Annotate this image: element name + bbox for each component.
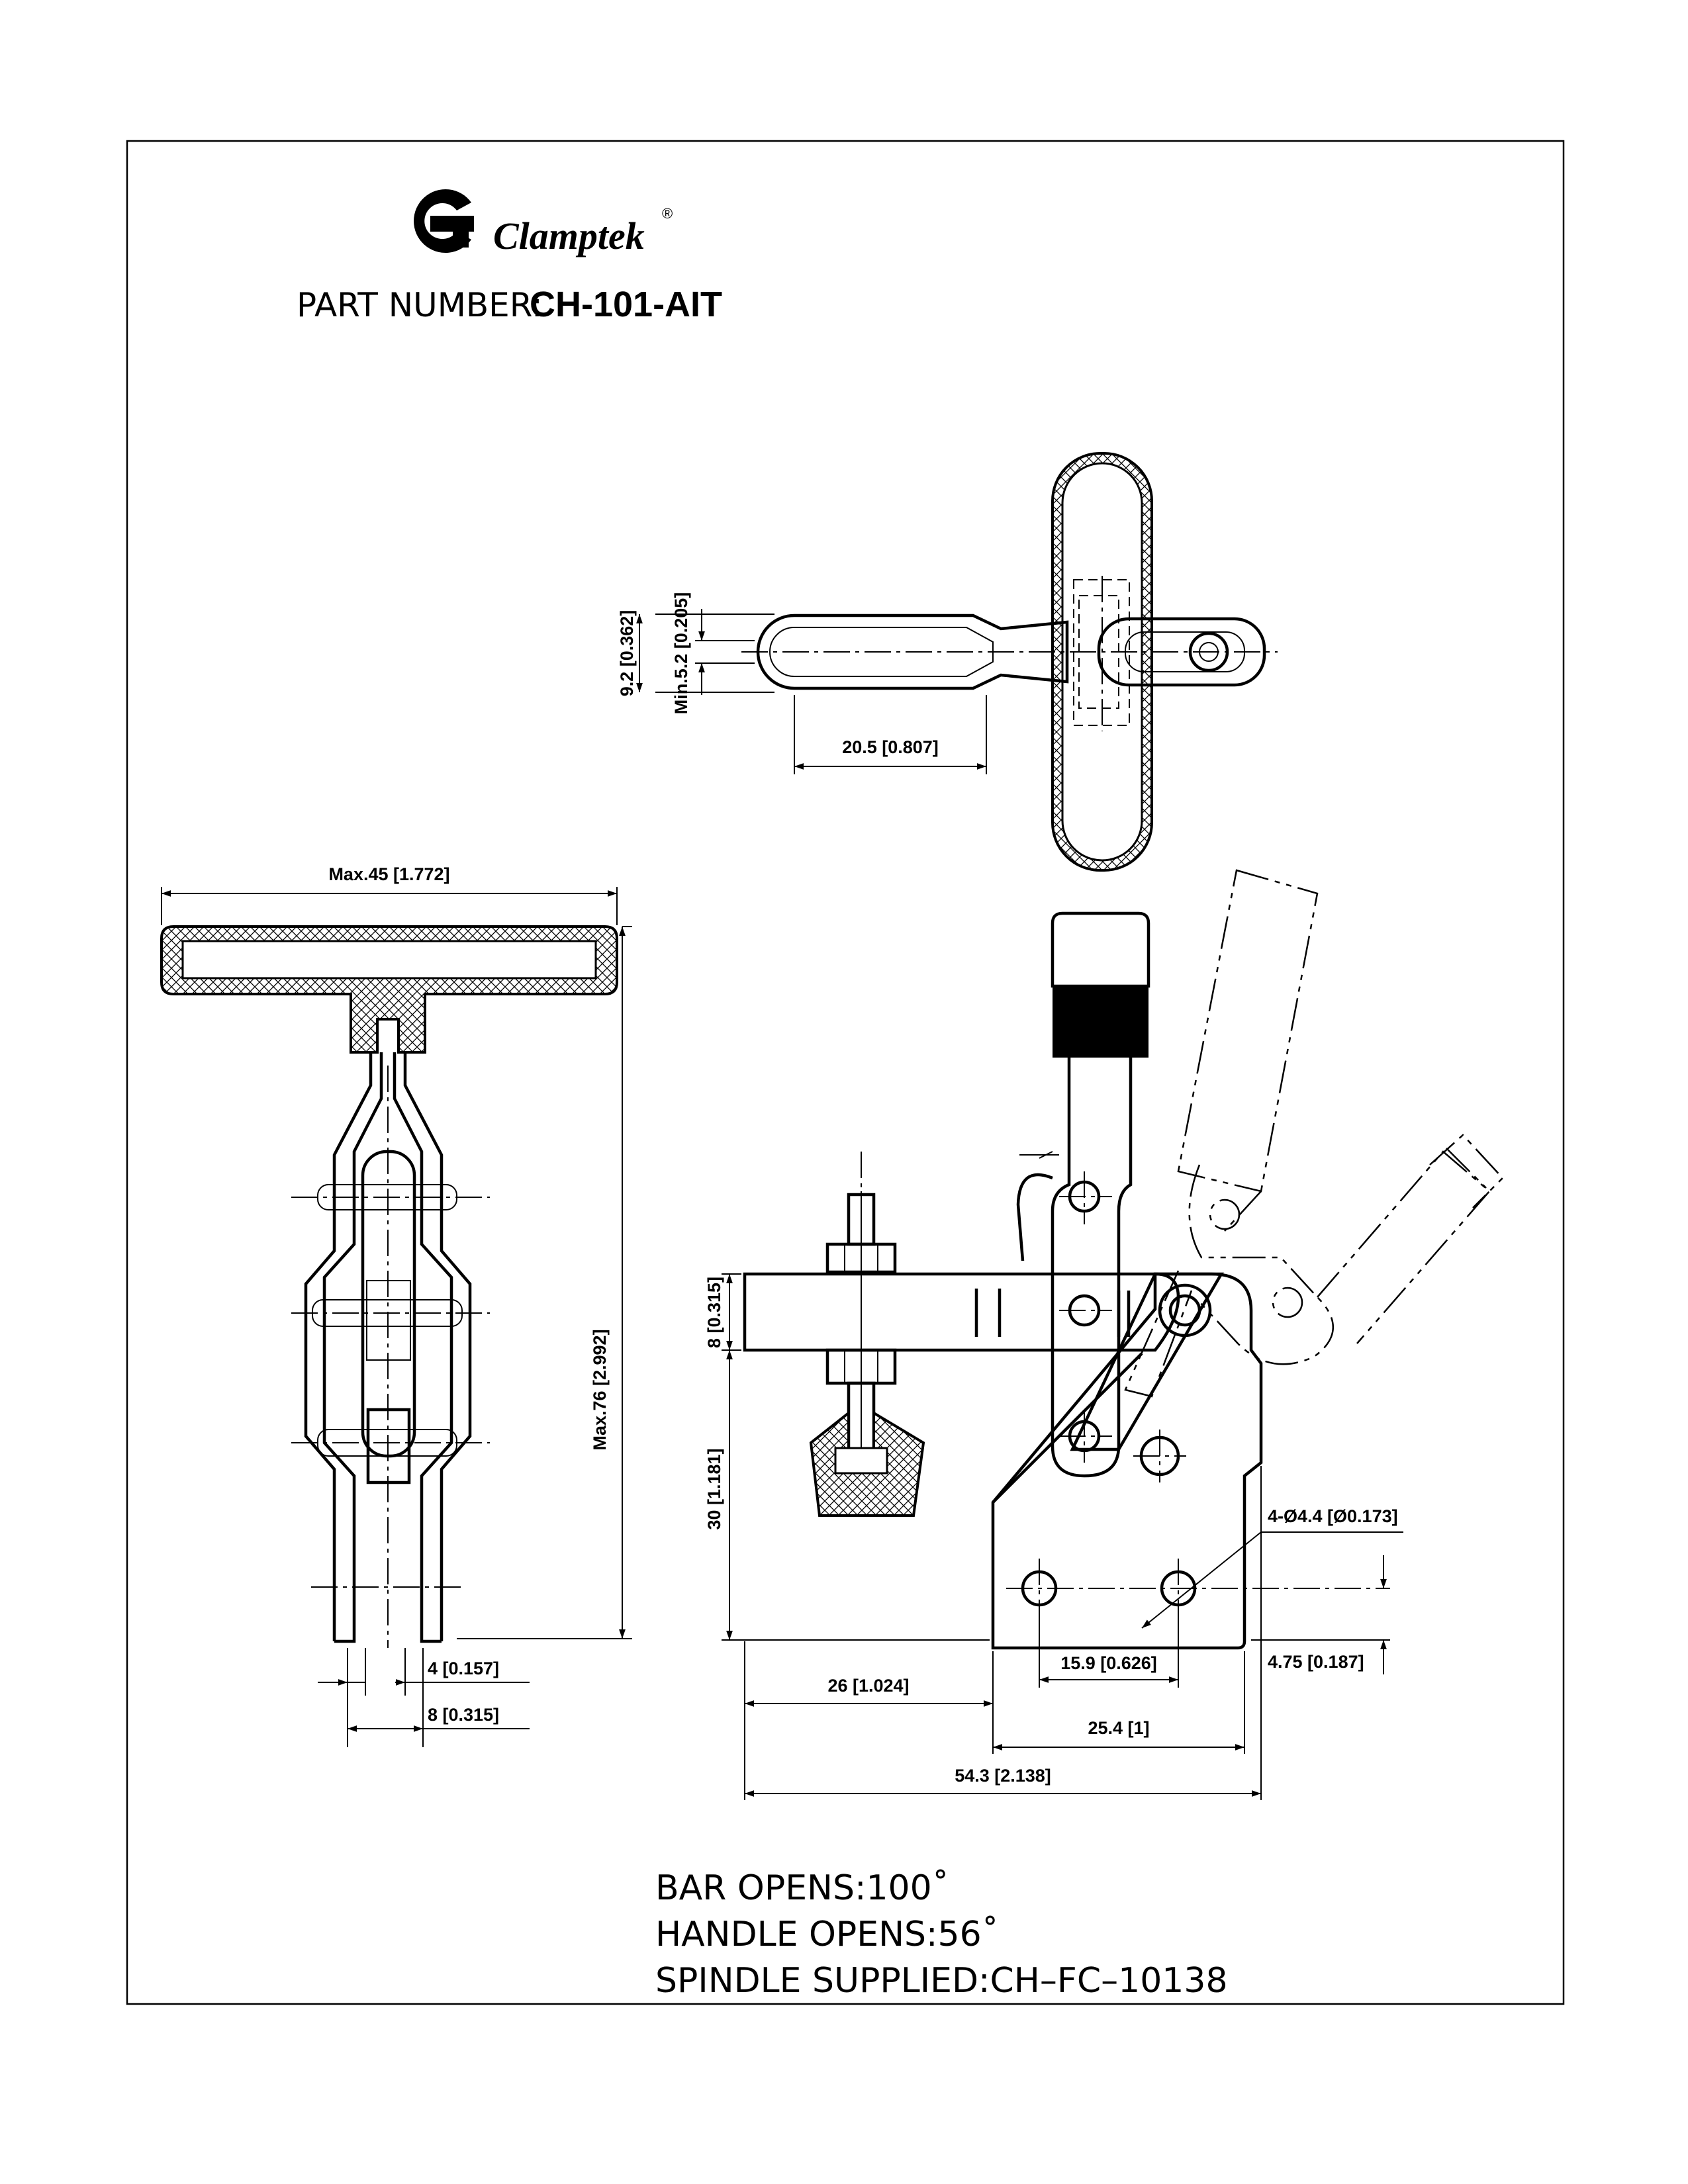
part-number: CH-101-AIT xyxy=(530,285,722,324)
spec-notes: BAR OPENS:100˚ HANDLE OPENS:56˚ SPINDLE … xyxy=(655,1868,1228,2001)
dim-max-width: Max.45 [1.772] xyxy=(328,864,449,884)
dim-hole-offset: 4.75 [0.187] xyxy=(1268,1652,1364,1672)
side-view: 8 [0.315] 30 [1.181] 4-Ø4.4 [Ø0.173] 4.7… xyxy=(704,869,1504,1800)
dim-bar-thickness: 4 [0.157] xyxy=(428,1659,499,1678)
brand-name: Clamptek xyxy=(493,214,645,257)
dim-overall-length: 54.3 [2.138] xyxy=(955,1766,1051,1786)
dim-bar-spacing: 8 [0.315] xyxy=(428,1705,499,1725)
dim-slot-length: 20.5 [0.807] xyxy=(842,737,939,757)
note-bar-opens: BAR OPENS:100˚ xyxy=(655,1868,949,1908)
note-spindle-supplied: SPINDLE SUPPLIED:CH–FC–10138 xyxy=(655,1961,1228,2001)
front-view: Max.45 [1.772] Max.76 [2.992] 4 [0.157] … xyxy=(160,864,632,1747)
dim-base-height: 30 [1.181] xyxy=(704,1448,724,1529)
part-number-label: PART NUMBER: xyxy=(297,286,543,324)
dim-min-gap: Min.5.2 [0.205] xyxy=(671,592,691,715)
registered-mark: ® xyxy=(662,205,673,222)
drawing-border xyxy=(126,140,1565,2005)
dim-hole-spacing: 15.9 [0.626] xyxy=(1060,1653,1157,1673)
dim-bar-height: 8 [0.315] xyxy=(704,1277,724,1348)
note-handle-opens: HANDLE OPENS:56˚ xyxy=(655,1915,999,1954)
dim-hole-spec: 4-Ø4.4 [Ø0.173] xyxy=(1268,1506,1398,1526)
dim-base-length: 25.4 [1] xyxy=(1088,1718,1149,1738)
top-view: 9.2 [0.362] Min.5.2 [0.205] 20.5 [0.807] xyxy=(617,452,1278,872)
dim-max-height: Max.76 [2.992] xyxy=(590,1329,610,1450)
dim-gap-height: 9.2 [0.362] xyxy=(617,610,637,697)
brand-logo xyxy=(414,189,474,253)
dim-bar-reach: 26 [1.024] xyxy=(827,1676,909,1696)
